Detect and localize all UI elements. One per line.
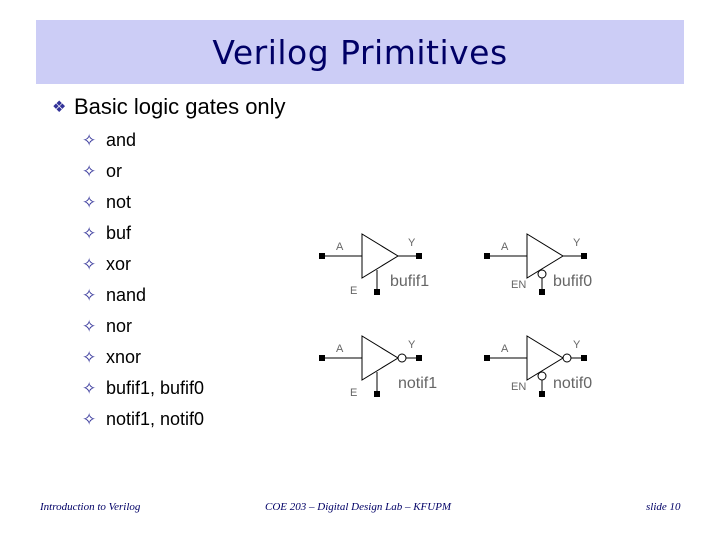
- gate-input-label: A: [501, 241, 509, 253]
- gate-output-label: Y: [573, 237, 581, 249]
- gate-name-label: bufif1: [390, 273, 429, 290]
- list-item-text: not: [106, 192, 132, 212]
- four-point-star-icon: ✧: [82, 409, 97, 429]
- list-item-text: nand: [106, 285, 147, 305]
- tristate-gate-diagram: A Y E bufif1 A Y EN bufif0 A Y E notif1: [319, 233, 592, 399]
- footer-course-info: COE 203 – Digital Design Lab – KFUPM: [265, 501, 452, 513]
- gate-notif0: A Y EN notif0: [484, 335, 592, 397]
- gate-notif1: A Y E notif1: [319, 335, 437, 399]
- gate-input-label: A: [336, 241, 344, 253]
- list-item: ✧ xor: [82, 249, 204, 280]
- page-title: Verilog Primitives: [212, 32, 508, 72]
- gate-enable-label: EN: [511, 381, 526, 393]
- list-item: ✧ notif1, notif0: [82, 404, 204, 435]
- list-item: ✧ buf: [82, 218, 204, 249]
- diamond-bullet-icon: ❖: [52, 99, 67, 116]
- list-item-text: nor: [106, 316, 133, 336]
- list-item: ✧ nand: [82, 280, 204, 311]
- list-item-text: xor: [106, 254, 132, 274]
- gate-output-label: Y: [573, 339, 581, 351]
- list-item-text: xnor: [106, 347, 142, 367]
- gate-enable-label: EN: [511, 279, 526, 291]
- main-bullet-text: Basic logic gates only: [74, 94, 286, 119]
- gate-name-label: notif0: [553, 375, 592, 392]
- title-bar: Verilog Primitives: [36, 20, 684, 84]
- list-item-text: bufif1, bufif0: [106, 378, 205, 398]
- gate-enable-label: E: [350, 285, 357, 297]
- list-item: ✧ and: [82, 125, 204, 156]
- gate-output-label: Y: [408, 237, 416, 249]
- list-item-text: notif1, notif0: [106, 409, 205, 429]
- list-item: ✧ or: [82, 156, 204, 187]
- gate-input-label: A: [336, 343, 344, 355]
- four-point-star-icon: ✧: [82, 223, 97, 243]
- gate-bufif0: A Y EN bufif0: [484, 233, 592, 295]
- main-bullet: ❖ Basic logic gates only: [52, 92, 286, 122]
- four-point-star-icon: ✧: [82, 161, 97, 181]
- list-item: ✧ not: [82, 187, 204, 218]
- four-point-star-icon: ✧: [82, 347, 97, 367]
- gate-bufif1: A Y E bufif1: [319, 233, 429, 297]
- list-item-text: buf: [106, 223, 132, 243]
- gate-input-label: A: [501, 343, 509, 355]
- list-item: ✧ nor: [82, 311, 204, 342]
- four-point-star-icon: ✧: [82, 378, 97, 398]
- gate-name-label: notif1: [398, 375, 437, 392]
- list-item-text: and: [106, 130, 137, 150]
- four-point-star-icon: ✧: [82, 285, 97, 305]
- four-point-star-icon: ✧: [82, 192, 97, 212]
- list-item: ✧ bufif1, bufif0: [82, 373, 204, 404]
- list-item: ✧ xnor: [82, 342, 204, 373]
- footer-course-title: Introduction to Verilog: [40, 501, 141, 513]
- gate-list: ✧ and ✧ or ✧ not ✧ buf ✧ xor ✧ nand ✧ nor ✧ xnor…: [82, 125, 204, 435]
- gate-output-label: Y: [408, 339, 416, 351]
- gate-name-label: bufif0: [553, 273, 592, 290]
- footer-slide-number: slide 10: [646, 501, 681, 513]
- four-point-star-icon: ✧: [82, 254, 97, 274]
- four-point-star-icon: ✧: [82, 316, 97, 336]
- list-item-text: or: [106, 161, 123, 181]
- gate-enable-label: E: [350, 387, 357, 399]
- four-point-star-icon: ✧: [82, 130, 97, 150]
